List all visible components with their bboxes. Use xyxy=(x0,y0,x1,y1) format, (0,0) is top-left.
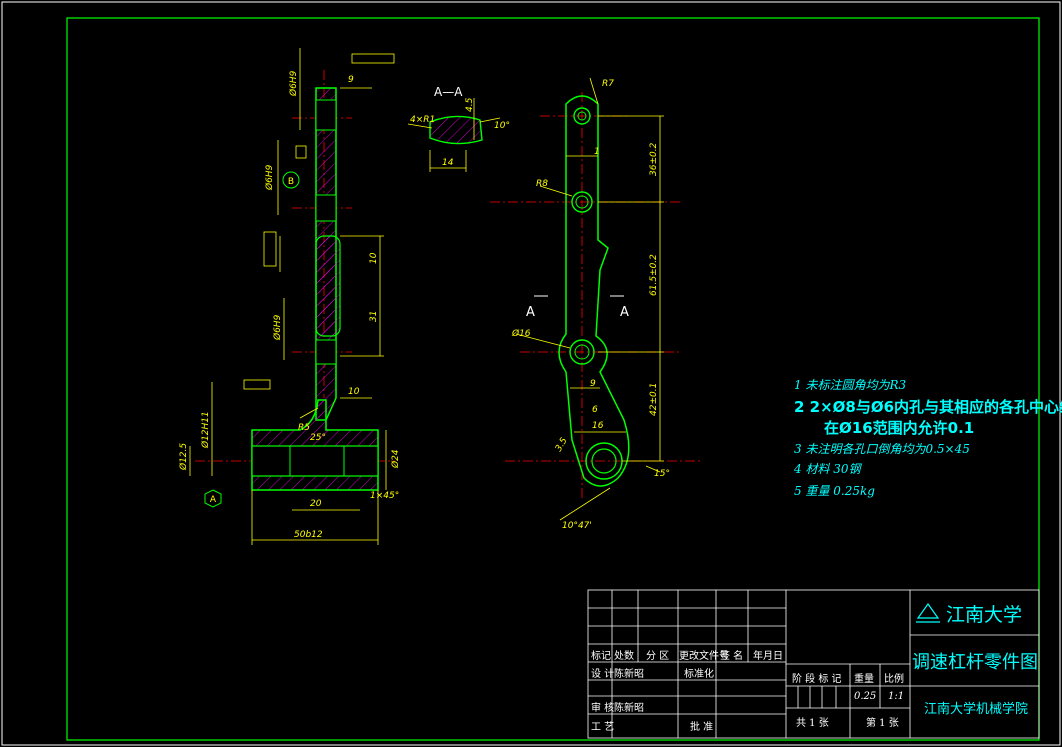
label-process: 工 艺 xyxy=(591,722,615,733)
dim-50: 50b12 xyxy=(294,530,323,540)
label-review: 审 核 xyxy=(591,703,615,714)
section-mark-right: A xyxy=(620,305,629,320)
section-title: A—A xyxy=(434,85,463,99)
dim-61: 61.5±0.2 xyxy=(649,254,659,296)
header-date: 年月日 xyxy=(753,651,783,662)
datum-b-marker xyxy=(282,171,300,189)
datum-a-label: A xyxy=(210,495,217,505)
dim-16: 16 xyxy=(592,421,604,431)
bore-mid-section xyxy=(315,194,337,222)
hole-mid xyxy=(571,191,593,213)
dim-36: 36±0.2 xyxy=(649,142,659,176)
side-view: A A R7 R8 Ø16 36±0.2 61.5±0.2 42±0. xyxy=(490,77,700,531)
dim-bore-top: Ø6H9 xyxy=(288,70,299,97)
weight-value: 0.25 xyxy=(854,691,877,702)
label-design: 设 计 xyxy=(591,669,615,680)
front-view: B A Ø6H9 9 Ø6H9 10 31 Ø6H9 Ø12H11 Ø12.5 … xyxy=(178,48,401,545)
dim-10: 10 xyxy=(348,387,360,397)
drawing-title: 调速杠杆零件图 xyxy=(912,652,1038,673)
dim-section-45: 4.5 xyxy=(465,97,475,112)
sheet-number: 第 1 张 xyxy=(866,718,899,729)
header-zone: 分 区 xyxy=(646,651,670,662)
datum-a-marker xyxy=(204,489,222,508)
dim-24: Ø24 xyxy=(390,449,401,469)
note-5: 5 重量 0.25kg xyxy=(794,484,875,498)
school-name: 江南大学 xyxy=(946,604,1023,626)
dim-20: 20 xyxy=(310,499,322,509)
dim-r5: R5 xyxy=(298,423,310,433)
dim-r8: R8 xyxy=(536,179,548,189)
header-count: 处数 xyxy=(614,651,634,662)
dim-angle-15: 15° xyxy=(654,469,670,479)
section-mark-left: A xyxy=(526,305,535,320)
dim-1: 1 xyxy=(594,147,600,157)
drawing-frame xyxy=(66,17,1040,741)
header-change-doc: 更改文件号 xyxy=(679,651,729,662)
designer-name: 陈新昭 xyxy=(614,669,644,680)
dim-section-10deg: 10° xyxy=(494,121,510,131)
label-approve: 批 准 xyxy=(690,722,714,733)
dim-hub-od: Ø12.5 xyxy=(178,443,189,471)
dim-width-top: 9 xyxy=(348,75,354,85)
section-aa: A—A 4×R1 14 4.5 10° xyxy=(407,85,510,172)
dim-angle-10-47: 10°47' xyxy=(562,521,592,531)
reviewer-name: 陈新昭 xyxy=(614,703,644,714)
label-scale: 比例 xyxy=(884,674,904,685)
dim-section-14: 14 xyxy=(442,158,454,168)
dim-6: 6 xyxy=(592,405,598,415)
bore-top-section xyxy=(315,99,337,131)
hub-circle-inner xyxy=(591,448,617,474)
hole-lower xyxy=(569,339,595,365)
hub-bore xyxy=(251,445,379,477)
datum-b-label: B xyxy=(288,177,294,187)
dim-35: 3.5 xyxy=(554,436,570,454)
dim-length-31: 31 xyxy=(369,311,379,322)
dim-hub-bore: Ø12H11 xyxy=(200,411,211,449)
label-weight: 重量 xyxy=(854,674,874,685)
dim-bore-lower: Ø6H9 xyxy=(272,314,283,341)
dim-9: 9 xyxy=(590,379,596,389)
dim-d16: Ø16 xyxy=(511,328,531,339)
scale-value: 1:1 xyxy=(888,691,905,702)
slot-section xyxy=(315,235,341,337)
dim-chamfer: 1×45° xyxy=(370,491,399,501)
note-3: 3 未注明各孔口倒角均为0.5×45 xyxy=(794,442,970,456)
school-logo-icon xyxy=(916,602,940,623)
dim-slot-width: 10 xyxy=(369,252,379,264)
dim-r7: R7 xyxy=(602,79,614,89)
title-block-grid xyxy=(587,589,1040,739)
header-mark: 标记 xyxy=(591,651,611,662)
header-sign: 签 名 xyxy=(720,651,744,662)
note-1: 1 未标注圆角均为R3 xyxy=(794,378,907,392)
note-2: 2 2×Ø8与Ø6内孔与其相应的各孔中心线 xyxy=(794,398,1062,416)
bore-lower-section xyxy=(315,339,337,365)
dim-bore-mid: Ø6H9 xyxy=(264,164,275,191)
label-stage: 阶 段 标 记 xyxy=(792,674,842,685)
hole-top xyxy=(573,107,591,125)
dim-42: 42±0.1 xyxy=(649,383,659,416)
section-profile xyxy=(429,115,483,145)
department-name: 江南大学机械学院 xyxy=(924,702,1029,717)
sheets-total: 共 1 张 xyxy=(796,718,829,729)
label-standardization: 标准化 xyxy=(684,669,714,680)
note-4: 4 材料 30钢 xyxy=(794,462,861,476)
dim-section-r1: 4×R1 xyxy=(410,115,435,125)
dim-angle-25: 25° xyxy=(310,433,326,443)
note-2-cont: 在Ø16范围内允许0.1 xyxy=(824,419,975,437)
